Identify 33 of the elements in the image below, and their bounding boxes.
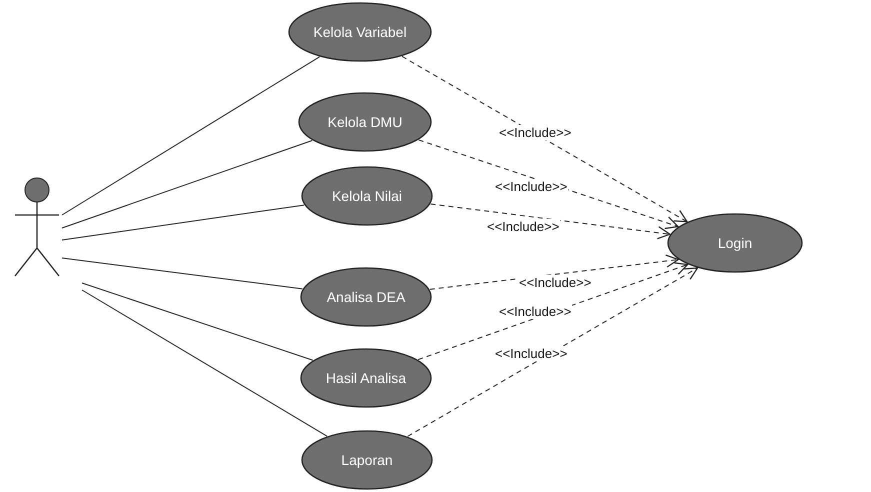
include-arrow (402, 56, 688, 222)
use-case-label: Laporan (340, 452, 394, 468)
include-arrow (418, 139, 679, 230)
association-line (62, 204, 305, 240)
include-arrow (418, 262, 688, 360)
actor-figure (12, 176, 62, 278)
use-case-label: Kelola Variabel (312, 24, 408, 40)
association-line (62, 258, 303, 290)
use-case-ellipse (301, 430, 433, 490)
association-line (82, 282, 314, 361)
edge-label: <<Include>> (518, 275, 592, 290)
use-case-ellipse (301, 166, 433, 226)
use-case-ellipse (300, 348, 432, 408)
use-case-label: Analisa DEA (326, 289, 406, 305)
include-arrow (429, 254, 679, 290)
use-case-ellipse (300, 267, 432, 327)
edge-label: <<Include>> (498, 304, 572, 319)
use-case-ellipse (667, 213, 803, 273)
use-case-label: Kelola DMU (326, 114, 404, 130)
include-arrow (430, 204, 671, 240)
edge-label: <<Include>> (498, 125, 572, 140)
use-case-label: Kelola Nilai (330, 188, 404, 204)
use-case-ellipse (298, 92, 432, 152)
edge-label: <<Include>> (494, 346, 568, 361)
use-case-ellipse (288, 2, 432, 62)
edge-label: <<Include>> (486, 219, 560, 234)
association-line (62, 140, 313, 228)
use-case-label: Login (716, 235, 754, 251)
association-line (82, 290, 328, 437)
association-line (62, 56, 320, 216)
use-case-label: Hasil Analisa (324, 370, 408, 386)
edge-label: <<Include>> (494, 179, 568, 194)
include-arrow (407, 267, 698, 437)
